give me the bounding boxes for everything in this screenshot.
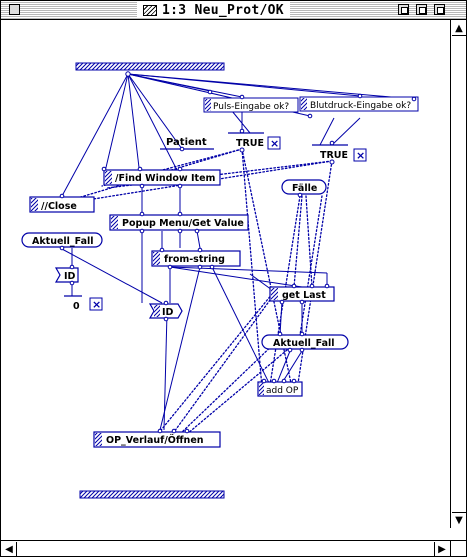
node-id[interactable]: ID [148,303,183,319]
dotted-wires [61,148,333,436]
node-get-last[interactable]: get Last [269,286,335,302]
x-mark-3: × [92,298,101,311]
label-aktuell-fall-2: Aktuell_Fall [273,338,335,349]
input-terminal[interactable] [125,71,131,77]
case-icon [143,4,157,16]
collapse-box[interactable] [398,4,409,15]
x-mark-1: × [270,137,279,150]
label-patient: Patient [166,137,207,148]
vertical-scrollbar[interactable]: ▲ ▼ [450,20,466,528]
node-find-window-item[interactable]: /Find Window Item [103,169,221,186]
scroll-down-arrow-icon[interactable]: ▼ [452,512,466,527]
node-true-2[interactable]: TRUE × [312,144,367,165]
x-button-1[interactable] [267,136,281,150]
label-id-flag: ID [64,271,76,282]
node-puls-eingabe[interactable]: Puls-Eingabe ok? [203,97,299,113]
label-id-node: ID [162,307,174,318]
node-close[interactable]: //Close [29,196,95,213]
scroll-right-arrow-icon[interactable]: ▶ [434,542,449,556]
label-true-1: TRUE [236,138,264,149]
zoom-box[interactable] [416,4,427,15]
label-aktuell-fall-1: Aktuell_Fall [32,236,94,247]
node-blutdruck-eingabe[interactable]: Blutdruck-Eingabe ok? [299,96,419,112]
label-faelle: Fälle [292,183,317,194]
close-box[interactable] [9,4,20,15]
output-bar[interactable] [79,490,225,499]
node-faelle[interactable]: Fälle [281,179,327,195]
input-bar[interactable] [75,62,225,71]
x-mark-2: × [356,149,365,162]
terminals [59,89,417,434]
node-true-1[interactable]: TRUE × [228,132,281,153]
node-zero-constant[interactable]: 0 × [64,295,103,312]
resize-grip-icon[interactable] [450,540,466,556]
dataflow-diagram: Puls-Eingabe ok? Blutdruck-Eingabe ok? P… [21,62,419,499]
label-get-last: get Last [282,290,326,301]
title-wrap: 1:3 Neu_Prot/OK [137,2,290,18]
node-aktuell-fall-2[interactable]: Aktuell_Fall [261,334,349,350]
window-shade-box[interactable] [434,4,445,15]
node-popup-menu-get-value[interactable]: Popup Menu/Get Value [109,214,249,231]
scroll-up-arrow-icon[interactable]: ▲ [452,21,466,36]
x-button-3[interactable] [89,297,103,311]
window-title: 1:3 Neu_Prot/OK [162,2,284,18]
title-bar[interactable]: 1:3 Neu_Prot/OK [1,1,466,20]
node-id-flag[interactable]: ID [54,267,79,283]
label-popup: Popup Menu/Get Value [122,218,244,229]
label-from-string: from-string [164,254,225,265]
label-puls: Puls-Eingabe ok? [213,102,289,112]
label-find-window: /Find Window Item [115,173,216,184]
node-patient[interactable]: Patient [160,137,214,150]
label-add-op: add OP [266,386,299,396]
node-from-string[interactable]: from-string [151,250,241,267]
node-add-op[interactable]: add OP [257,381,303,397]
label-blutdruck: Blutdruck-Eingabe ok? [310,101,411,111]
node-aktuell-fall-1[interactable]: Aktuell_Fall [21,232,103,248]
horizontal-scrollbar[interactable]: ◀ ▶ [1,540,450,556]
diagram-canvas: Puls-Eingabe ok? Blutdruck-Eingabe ok? P… [2,20,440,528]
node-op-verlauf-oeffnen[interactable]: OP_Verlauf/Öffnen [93,431,221,448]
label-zero: 0 [73,301,80,312]
x-button-2[interactable] [353,148,367,162]
label-close: //Close [41,201,77,212]
label-true-2: TRUE [320,150,348,161]
scroll-left-arrow-icon[interactable]: ◀ [2,542,17,556]
label-op-verlauf: OP_Verlauf/Öffnen [106,435,204,446]
